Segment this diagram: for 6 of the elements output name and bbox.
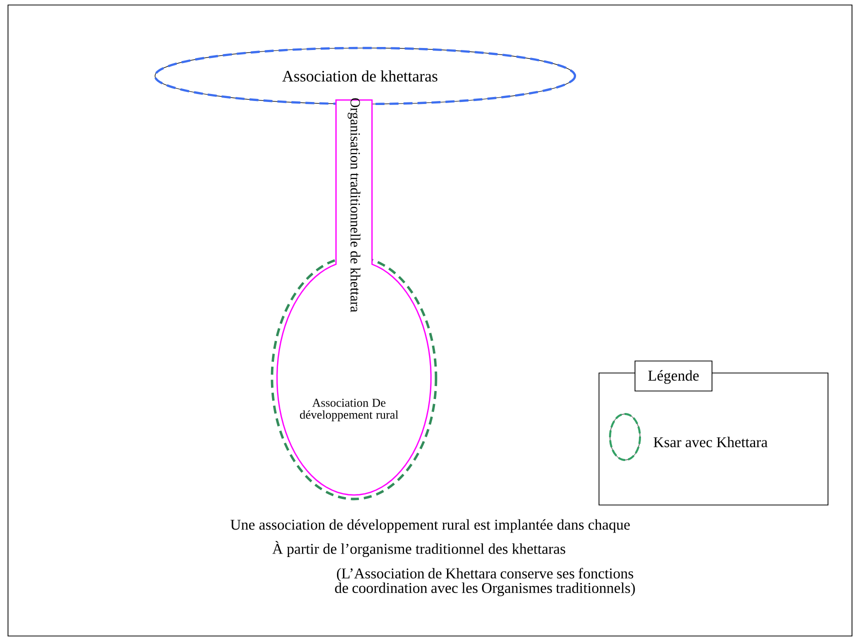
caption-text: (L’Association de Khettara conserve ses fonctions de coordination avec les Organismes traditionnels) [335, 568, 635, 596]
caption-text: Une association de développement rural est implantée dans chaque [230, 519, 630, 533]
node-text: Association De développement rural [300, 398, 398, 422]
legend-heading: Légende [634, 360, 712, 392]
caption-text: À partir de l’organisme traditionnel des khettaras [272, 540, 566, 558]
legend-text: Ksar avec Khettara [654, 436, 768, 448]
